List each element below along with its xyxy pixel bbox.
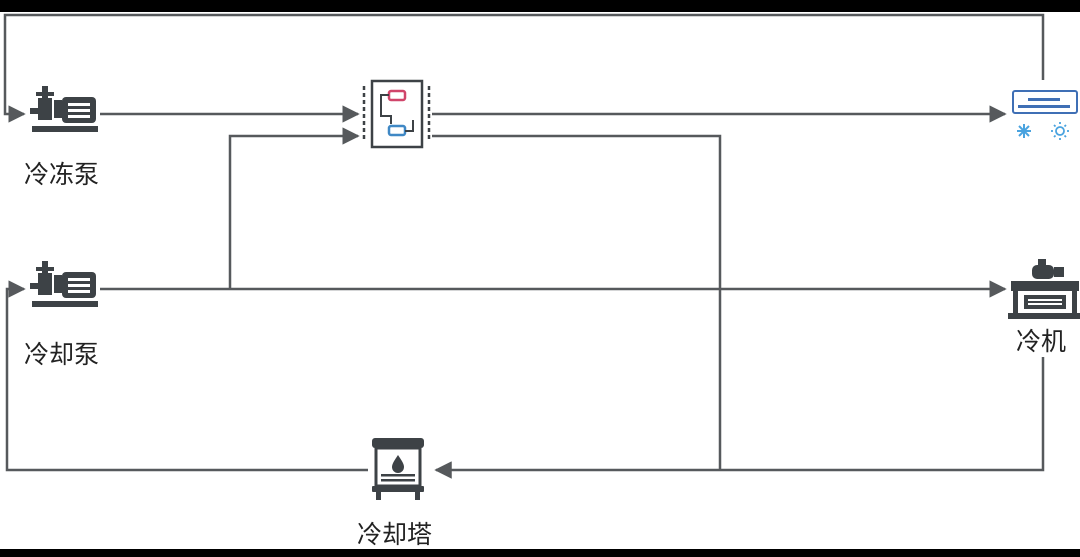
pipe-cooling-branch-to-exchanger (228, 127, 360, 289)
cooling-pump-label: 冷却泵 (24, 340, 100, 369)
pipes (3, 13, 1045, 479)
chiller-label: 冷机 (1016, 327, 1067, 356)
chilled-pump-icon (30, 86, 98, 132)
air-conditioner-icon (1012, 90, 1078, 140)
heat-exchanger-icon (362, 79, 431, 149)
pipe-chiller-to-tower (434, 357, 1045, 479)
pipe-exchanger-return (432, 134, 722, 470)
sun-icon (1051, 122, 1069, 140)
cooling-tower-icon (372, 438, 424, 500)
pipe-tower-to-cooling-pump (5, 280, 368, 472)
cooling-pump-icon (30, 261, 98, 307)
cooling-tower-label: 冷却塔 (357, 520, 433, 549)
snowflake-icon (1017, 124, 1031, 138)
chiller-icon (1008, 259, 1080, 319)
chilled-pump-label: 冷冻泵 (24, 160, 100, 189)
top-border (0, 0, 1080, 12)
bottom-border (0, 549, 1080, 557)
pipe-ac-return-to-chilled-pump (3, 13, 1045, 123)
